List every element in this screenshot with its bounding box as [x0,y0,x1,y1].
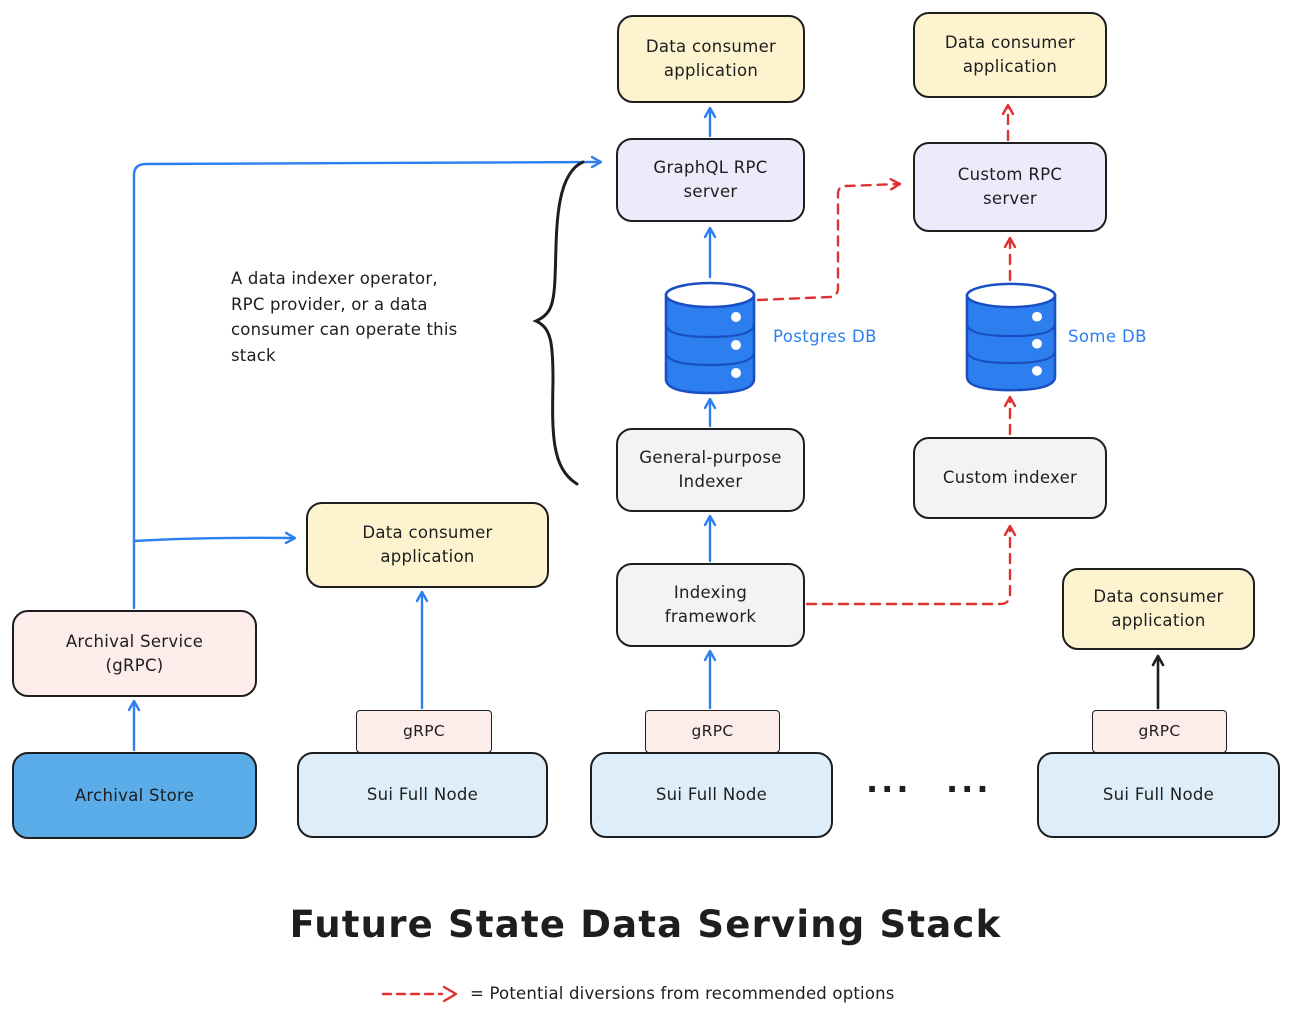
some-db-cylinder [965,282,1057,392]
node-general-purpose-indexer: General-purpose Indexer [616,428,805,512]
db-top [664,281,756,309]
ellipsis-right: ... [946,762,992,800]
node-indexing-framework: Indexing framework [616,563,805,647]
db-divider [965,323,1057,338]
legend-text: = Potential diversions from recommended … [470,984,895,1003]
ellipsis-left: ... [866,762,912,800]
db-top [965,282,1057,309]
label-some-db: Some DB [1068,327,1147,346]
annotation-operator-note: A data indexer operator, RPC provider, o… [231,269,458,365]
db-dot [731,312,741,322]
db-divider [965,350,1057,365]
db-dot [731,368,741,378]
node-data-consumer-app-top-center: Data consumer application [617,15,805,103]
node-grpc-right: gRPC [1092,710,1227,753]
db-dot [1032,311,1042,322]
db-divider [664,323,756,339]
node-data-consumer-app-top-right: Data consumer application [913,12,1107,98]
node-grpc-center: gRPC [645,710,780,753]
postgres-db-cylinder [664,281,756,395]
node-sui-full-node-right: Sui Full Node [1037,752,1280,838]
curly-brace [532,160,585,486]
node-archival-service: Archival Service (gRPC) [12,610,257,697]
legend-red-dashed-arrow-icon [381,985,458,1002]
legend-arrowhead [442,985,458,1002]
legend: = Potential diversions from recommended … [380,984,895,1003]
node-grpc-left: gRPC [356,710,492,753]
diagram-title: Future State Data Serving Stack [289,903,1002,946]
node-sui-full-node-left: Sui Full Node [297,752,548,838]
node-custom-rpc-server: Custom RPC server [913,142,1107,232]
db-dot [1032,365,1042,376]
label-postgres-db: Postgres DB [773,327,877,346]
db-dot [1032,338,1042,349]
edge-framework-to-custom-indexer [805,524,1017,606]
node-data-consumer-app-right: Data consumer application [1062,568,1255,650]
db-dot [731,340,741,350]
node-graphql-rpc-server: GraphQL RPC server [616,138,805,222]
db-divider [664,351,756,367]
node-data-consumer-app-left: Data consumer application [306,502,549,588]
node-sui-full-node-center: Sui Full Node [590,752,833,838]
node-archival-store: Archival Store [12,752,257,839]
node-custom-indexer: Custom indexer [913,437,1107,519]
edge-branch-to-consumer-left [132,531,297,545]
